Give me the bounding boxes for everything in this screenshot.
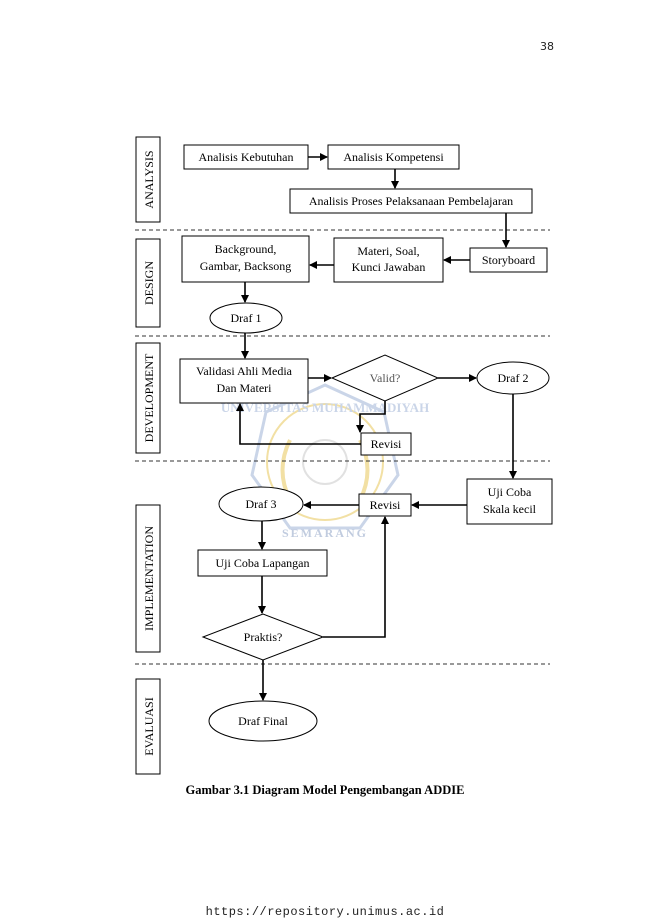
node-analisis-kompetensi-text: Analisis Kompetensi — [343, 150, 444, 164]
node-storyboard-text: Storyboard — [482, 253, 535, 267]
node-validasi: Validasi Ahli Media Dan Materi — [179, 358, 309, 404]
node-valid-text: Valid? — [370, 371, 401, 385]
phase-label-analysis: ANALYSIS — [135, 136, 161, 223]
node-analisis-kebutuhan: Analisis Kebutuhan — [183, 144, 309, 170]
node-praktis-decision: Praktis? — [201, 613, 325, 661]
node-analisis-kebutuhan-text: Analisis Kebutuhan — [199, 150, 294, 164]
phase-label-evaluation: EVALUASI — [135, 678, 161, 775]
node-analisis-kompetensi: Analisis Kompetensi — [327, 144, 460, 170]
node-background-line2: Gambar, Backsong — [200, 259, 292, 273]
phase-separators — [135, 229, 550, 665]
node-uji-coba-kecil-line1: Uji Coba — [488, 485, 532, 499]
node-uji-coba-kecil-line2: Skala kecil — [483, 502, 537, 516]
node-praktis-text: Praktis? — [244, 630, 283, 644]
node-materi: Materi, Soal, Kunci Jawaban — [333, 237, 444, 283]
node-materi-line2: Kunci Jawaban — [352, 260, 426, 274]
node-background: Background, Gambar, Backsong — [181, 235, 310, 283]
node-storyboard: Storyboard — [469, 247, 548, 273]
phase-analysis-text: ANALYSIS — [142, 150, 156, 208]
node-draf-final: Draf Final — [208, 700, 318, 742]
node-uji-coba-lapangan-text: Uji Coba Lapangan — [216, 556, 310, 570]
node-valid-decision: Valid? — [330, 354, 440, 402]
edge-praktis-revisi — [323, 516, 389, 638]
phase-label-design: DESIGN — [135, 238, 161, 328]
node-draf2-text: Draf 2 — [498, 371, 529, 385]
node-uji-coba-lapangan: Uji Coba Lapangan — [197, 549, 328, 577]
watermark-top-text: UNIVERSITAS MUHAMMADIYAH — [221, 400, 429, 415]
node-revisi-top-text: Revisi — [371, 437, 402, 451]
node-analisis-proses-text: Analisis Proses Pelaksanaan Pembelajaran — [309, 194, 513, 208]
phase-development-text: DEVELOPMENT — [142, 353, 156, 442]
node-validasi-line1: Validasi Ahli Media — [196, 364, 293, 378]
node-draf1: Draf 1 — [209, 302, 283, 334]
node-draf3-text: Draf 3 — [246, 497, 277, 511]
phase-label-development: DEVELOPMENT — [135, 342, 161, 454]
edge-revisi-top-validasi — [236, 403, 361, 445]
node-draf1-text: Draf 1 — [231, 311, 262, 325]
node-revisi-top: Revisi — [360, 432, 412, 456]
node-draf2: Draf 2 — [476, 361, 550, 395]
figure-caption: Gambar 3.1 Diagram Model Pengembangan AD… — [185, 783, 465, 797]
node-draf3: Draf 3 — [218, 486, 304, 522]
node-revisi-bottom: Revisi — [358, 493, 412, 517]
phase-implementation-text: IMPLEMENTATION — [142, 526, 156, 631]
footer-url: https://repository.unimus.ac.id — [205, 905, 445, 919]
node-analisis-proses: Analisis Proses Pelaksanaan Pembelajaran — [289, 188, 533, 214]
phase-evaluation-text: EVALUASI — [142, 697, 156, 755]
node-revisi-bottom-text: Revisi — [370, 498, 401, 512]
node-background-line1: Background, — [215, 242, 277, 256]
node-validasi-line2: Dan Materi — [217, 381, 273, 395]
connectors — [236, 153, 517, 701]
node-draf-final-text: Draf Final — [238, 714, 288, 728]
watermark-bottom-text: SEMARANG — [282, 526, 368, 540]
page-number: 38 — [540, 40, 554, 53]
phase-design-text: DESIGN — [142, 261, 156, 305]
phase-label-implementation: IMPLEMENTATION — [135, 504, 161, 653]
edge-valid-revisi-top — [356, 401, 386, 433]
node-materi-line1: Materi, Soal, — [357, 244, 419, 258]
node-uji-coba-kecil: Uji Coba Skala kecil — [466, 478, 553, 525]
